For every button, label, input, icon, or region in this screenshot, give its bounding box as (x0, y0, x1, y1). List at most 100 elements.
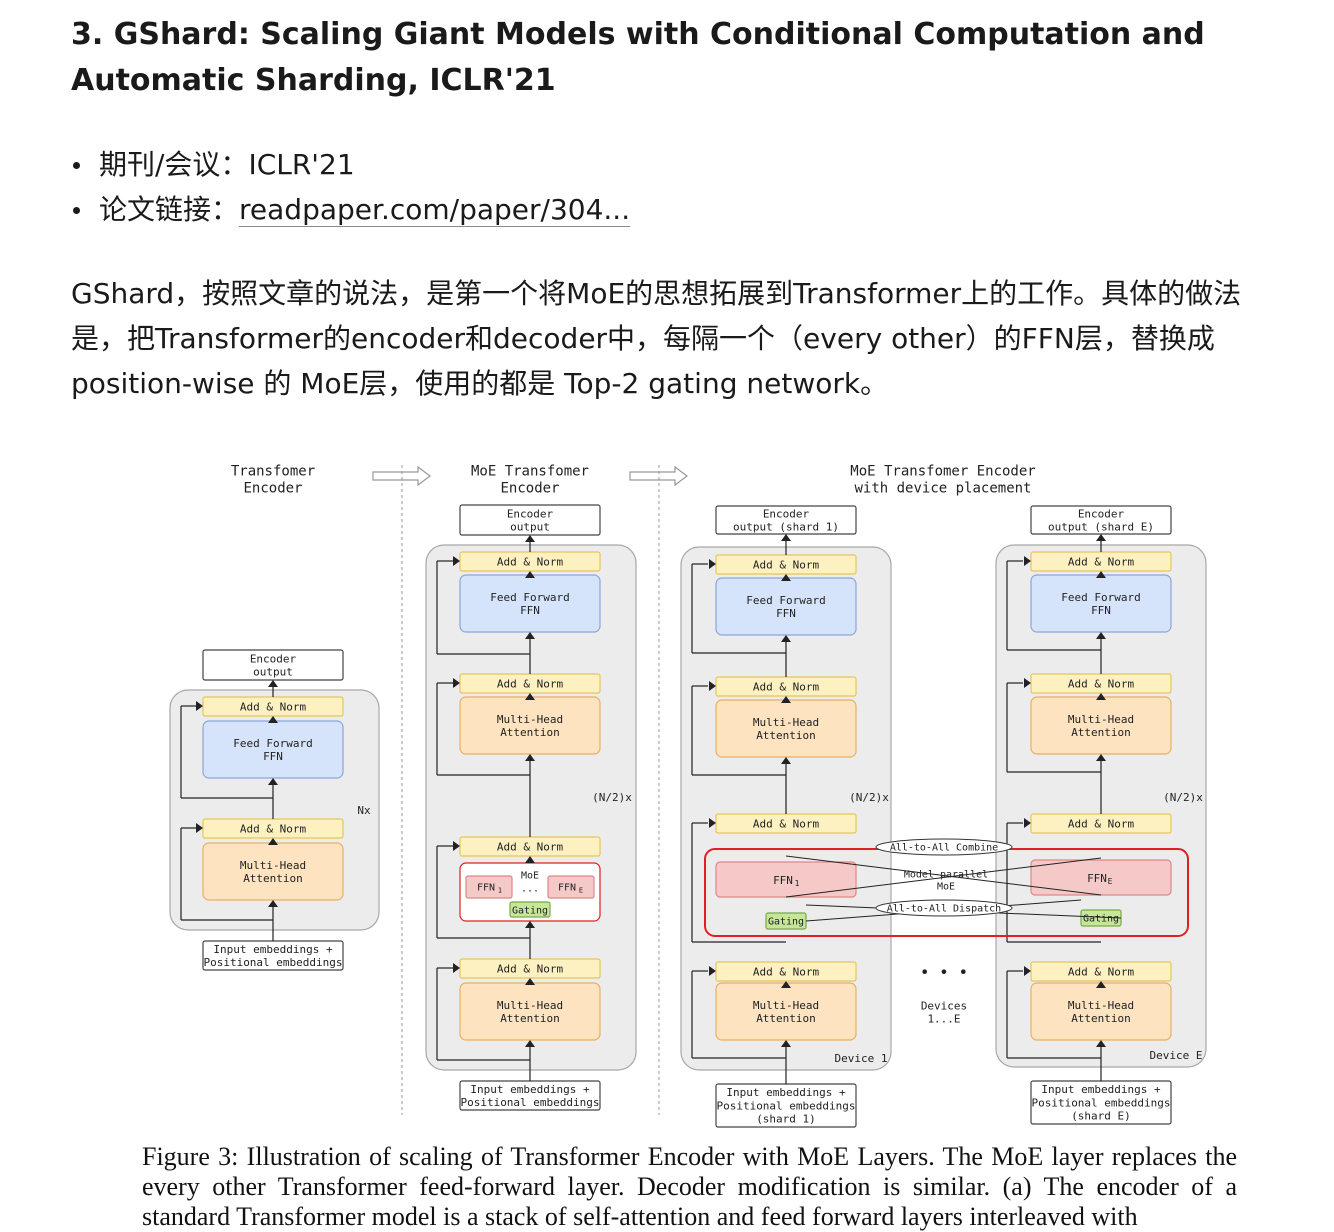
meta-venue-label: 期刊/会议： (99, 148, 249, 181)
device1-encoder-output-label: Encoder (763, 507, 810, 520)
device1-mha-2-label: Multi-Head (753, 999, 819, 1012)
device1-res2-head (709, 681, 716, 691)
col2-moe-ffn1-sub: 1 (498, 886, 502, 894)
device1-arrow-out-head (781, 534, 791, 541)
deviceE-arrow-out-head (1096, 534, 1106, 541)
device1-arrow-an1-head (781, 574, 791, 581)
device1-add-norm-1-label: Add & Norm (753, 558, 820, 571)
devices-range-label: Devices (921, 999, 967, 1012)
col1-encoder-output-label: Encoder (250, 652, 297, 665)
deviceE-arrow-an1-head (1096, 571, 1106, 578)
col2-moe-dots: ... (521, 884, 539, 895)
model-parallel-moe-label: Model-parallel (904, 870, 988, 881)
col2-encoder-output-label: output (510, 520, 550, 533)
deviceE-mha-2-label: Multi-Head (1068, 999, 1134, 1012)
col1-arrow-in-head (268, 900, 278, 907)
deviceE-ffne-label: FFN (1087, 872, 1107, 885)
deviceE-arrow-mha1-head (1096, 754, 1106, 761)
deviceE-res0-head (1024, 966, 1031, 976)
device1-ffn-label: FFN (776, 607, 796, 620)
col1-mha-label: Multi-Head (240, 859, 306, 872)
deviceE-device-label: Device E (1150, 1049, 1203, 1062)
all-to-all-combine-pill (875, 838, 1013, 856)
deviceE-arrow-mha2-head (1096, 981, 1106, 988)
col2-moe-ffn1-label: FFN (477, 883, 495, 894)
device1-res0-head (709, 966, 716, 976)
deviceE-mha-2-label: Attention (1071, 1012, 1131, 1025)
col1-ffn-label: FFN (263, 750, 283, 763)
deviceE-mha-1-label: Attention (1071, 726, 1131, 739)
col2-arrow-mha1-head (525, 754, 535, 761)
col2-encoder-output-label: Encoder (507, 507, 554, 520)
col2-res0-head (453, 963, 460, 973)
figure-caption: Figure 3: Illustration of scaling of Tra… (142, 1142, 1237, 1231)
col2-mha-2-label: Attention (500, 1012, 560, 1025)
deviceE-add-norm-1-label: Add & Norm (1068, 555, 1135, 568)
device1-add-norm-2-label: Add & Norm (753, 680, 820, 693)
device1-res1-head (709, 818, 716, 828)
col1-ffn-label: Feed Forward (233, 737, 312, 750)
device1-n2x-label: (N/2)x (849, 791, 889, 804)
col1-mha-label: Attention (243, 872, 303, 885)
deviceE-mha-1-label: Multi-Head (1068, 713, 1134, 726)
title-moe-device-placement: MoE Transfomer Encoder (850, 464, 1035, 480)
body-paragraph: GShard，按照文章的说法，是第一个将MoE的思想拓展到Transformer… (71, 277, 1242, 400)
deviceE-res2-head (1024, 678, 1031, 688)
meta-link: 论文链接：readpaper.com/paper/304... (71, 187, 631, 232)
all-to-all-dispatch-pill (875, 899, 1013, 917)
device1-arrow-mha1-head (781, 757, 791, 764)
deviceE-add-norm-2-label: Add & Norm (1068, 677, 1135, 690)
col2-arrow-mha2-head (525, 978, 535, 985)
paper-link[interactable]: readpaper.com/paper/304... (239, 193, 631, 227)
devices-range-label: 1...E (927, 1012, 960, 1025)
col2-mha-1-label: Multi-Head (497, 713, 563, 726)
device1-input-embeddings-label: Input embeddings + (726, 1086, 846, 1099)
deviceE-input-embeddings-label: Input embeddings + (1041, 1083, 1161, 1096)
deviceE-n2x-label: (N/2)x (1163, 791, 1203, 804)
device1-mha-2-label: Attention (756, 1012, 816, 1025)
device1-ffn-label: Feed Forward (746, 594, 825, 607)
all-to-all-dispatch-label: All-to-All Dispatch (887, 904, 1001, 915)
col1-arrow-an1-head (268, 778, 278, 785)
device1-arrow-an2-head (781, 696, 791, 703)
device1-mha-1-label: Multi-Head (753, 716, 819, 729)
device1-res3-head (709, 559, 716, 569)
meta-link-label: 论文链接： (99, 193, 240, 226)
device1-mha-1-label: Attention (756, 729, 816, 742)
device1-gating-label: Gating (768, 917, 804, 928)
col1-res2-head (196, 701, 203, 711)
title-moe-device-placement: with device placement (854, 480, 1031, 496)
device1-ffn1-sub: 1 (795, 879, 800, 888)
device1-arrow-mha2-head (781, 981, 791, 988)
col1-input-embeddings-label: Positional embeddings (203, 956, 342, 969)
device1-device-label: Device 1 (835, 1052, 888, 1065)
deviceE-arrow-ffn-head (1096, 632, 1106, 639)
title-moe-transformer-encoder: MoE Transfomer (471, 464, 589, 480)
col2-ffn-label: Feed Forward (490, 591, 569, 604)
col1-encoder-output-label: output (253, 665, 293, 678)
paper-meta-list: 期刊/会议：ICLR'21 论文链接：readpaper.com/paper/3… (71, 142, 631, 232)
col2-arrow-out-head (525, 535, 535, 542)
col1-arrow-out-head (268, 680, 278, 687)
deviceE-add-norm-4-label: Add & Norm (1068, 965, 1135, 978)
device1-add-norm-3-label: Add & Norm (753, 817, 820, 830)
deviceE-ffne-sub: E (1108, 877, 1113, 886)
deviceE-res3-head (1024, 556, 1031, 566)
col2-arrow-ffn-head (525, 632, 535, 639)
deviceE-encoder-output-label: Encoder (1078, 507, 1125, 520)
deviceE-add-norm-3-label: Add & Norm (1068, 817, 1135, 830)
col2-input-embeddings-label: Input embeddings + (470, 1083, 590, 1096)
col2-res1-head (453, 841, 460, 851)
device1-encoder-output-label: output (shard 1) (733, 520, 839, 533)
device1-arrow-ffn-head (781, 635, 791, 642)
col2-input-embeddings-label: Positional embeddings (460, 1096, 599, 1109)
device1-ffn1-label: FFN (773, 874, 793, 887)
device1-input-embeddings-label: (shard 1) (756, 1113, 816, 1126)
all-to-all-combine-label: All-to-All Combine (890, 843, 998, 854)
col1-nx-label: Nx (357, 804, 371, 817)
title-transformer-encoder: Encoder (243, 480, 302, 496)
article-heading: 3. GShard: Scaling Giant Models with Con… (71, 17, 1205, 98)
col2-moe-ffn1-box (465, 875, 513, 899)
col2-mha-2-label: Multi-Head (497, 999, 563, 1012)
